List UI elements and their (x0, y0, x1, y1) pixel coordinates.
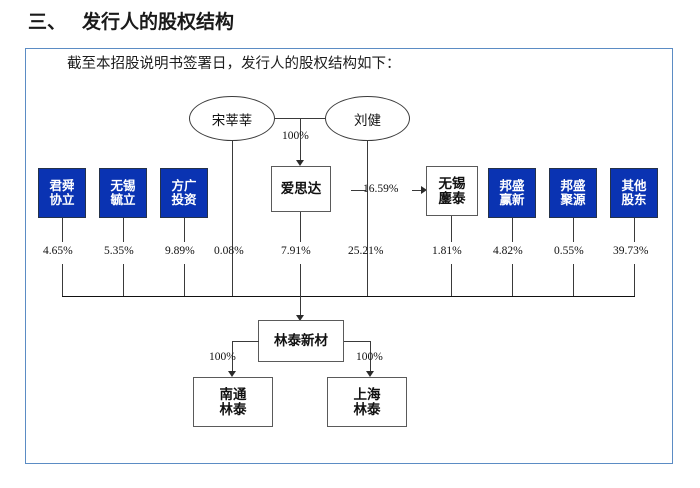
pct-liu-to-wuxi-aotai: 16.59% (363, 183, 399, 195)
pct-other: 39.73% (613, 245, 649, 257)
pct-nantong-lintai: 100% (209, 351, 236, 363)
subsidiary-label-shanghai-lintai: 上海 林泰 (353, 386, 381, 417)
connector-100pct-stem (300, 118, 301, 162)
stem2-junshun-xieli (62, 264, 63, 297)
entity-box-wuxi-aotai[interactable]: 无锡 鏖泰 (426, 166, 478, 216)
shareholder-label-junshun-xieli: 君舜 协立 (49, 179, 75, 207)
stem-junshun-xieli (62, 218, 63, 242)
subsidiary-box-nantong-lintai[interactable]: 南通 林泰 (193, 377, 273, 427)
subsidiary-box-shanghai-lintai[interactable]: 上海 林泰 (327, 377, 407, 427)
arrow-to-aisida (296, 160, 304, 166)
shareholder-box-wuxi-yuli[interactable]: 无锡 毓立 (99, 168, 147, 218)
stem2-fangguang-touzi (184, 264, 185, 297)
shareholder-label-wuxi-yuli: 无锡 毓立 (110, 179, 136, 207)
pct-shanghai-lintai: 100% (356, 351, 383, 363)
shareholder-label-fangguang-touzi: 方广 投资 (171, 179, 197, 207)
shareholder-label-bangsheng-yingxin: 邦盛 赢新 (499, 179, 525, 207)
person-node-song: 宋莘莘 (189, 96, 275, 141)
pct-junshun-xieli: 4.65% (43, 245, 73, 257)
arrow-to-wuxi-aotai (421, 186, 427, 194)
issuer-box-lintai-xincai[interactable]: 林泰新材 (258, 320, 344, 362)
connector-liu-down (367, 140, 368, 296)
entity-label-aisida: 爱思达 (280, 181, 322, 197)
pct-song-to-aisida: 100% (282, 130, 309, 142)
shareholder-label-bangsheng-juyuan: 邦盛 聚源 (560, 179, 586, 207)
connector-issuer-right (344, 341, 371, 342)
connector-song-down (232, 140, 233, 296)
connector-liu-to-wuxi-tail (412, 190, 422, 191)
connector-bus-to-issuer (300, 296, 301, 318)
stem-other (634, 218, 635, 242)
pct-wuxi-yuli: 5.35% (104, 245, 134, 257)
pct-bangsheng-yingxin: 4.82% (493, 245, 523, 257)
arrow-to-shanghai-lintai (366, 371, 374, 377)
shareholder-box-other[interactable]: 其他 股东 (610, 168, 658, 218)
arrow-to-nantong-lintai (228, 371, 236, 377)
stem2-wuxi-yuli (123, 264, 124, 297)
subsidiary-label-nantong-lintai: 南通 林泰 (219, 386, 247, 417)
connector-issuer-right-down (370, 341, 371, 373)
pct-wuxi-aotai: 1.81% (432, 245, 462, 257)
shareholder-label-other: 其他 股东 (621, 179, 647, 207)
person-name-liu: 刘健 (354, 112, 381, 128)
connector-issuer-left (232, 341, 259, 342)
stem-aisida (300, 212, 301, 242)
person-node-liu: 刘健 (325, 96, 410, 141)
stem-bangsheng-yingxin (512, 218, 513, 242)
pct-fangguang-touzi: 9.89% (165, 245, 195, 257)
stem-wuxi-aotai (451, 216, 452, 242)
issuer-label: 林泰新材 (274, 333, 328, 349)
page-title: 三、发行人的股权结构 (28, 7, 234, 34)
shareholder-box-fangguang-touzi[interactable]: 方广 投资 (160, 168, 208, 218)
shareholder-bus-line (62, 296, 635, 298)
stem2-wuxi-aotai (451, 264, 452, 297)
pct-song-direct: 0.08% (214, 245, 244, 257)
stem2-bangsheng-juyuan (573, 264, 574, 297)
stem2-bangsheng-yingxin (512, 264, 513, 297)
section-number: 三、 (28, 12, 67, 33)
entity-box-aisida[interactable]: 爱思达 (271, 166, 331, 212)
lead-paragraph: 截至本招股说明书签署日，发行人的股权结构如下： (67, 56, 401, 72)
stem-bangsheng-juyuan (573, 218, 574, 242)
pct-bangsheng-juyuan: 0.55% (554, 245, 584, 257)
stem-wuxi-yuli (123, 218, 124, 242)
stem2-other (634, 264, 635, 297)
stem-fangguang-touzi (184, 218, 185, 242)
entity-label-wuxi-aotai: 无锡 鏖泰 (438, 175, 466, 206)
section-title-text: 发行人的股权结构 (82, 12, 235, 33)
shareholder-box-bangsheng-yingxin[interactable]: 邦盛 赢新 (488, 168, 536, 218)
connector-liu-to-wuxi (351, 190, 366, 191)
pct-aisida: 7.91% (281, 245, 311, 257)
connector-issuer-left-down (232, 341, 233, 373)
stem2-aisida (300, 264, 301, 297)
pct-liu-direct: 25.21% (348, 245, 384, 257)
arrow-to-issuer (296, 315, 304, 321)
shareholder-box-junshun-xieli[interactable]: 君舜 协立 (38, 168, 86, 218)
shareholder-box-bangsheng-juyuan[interactable]: 邦盛 聚源 (549, 168, 597, 218)
person-name-song: 宋莘莘 (211, 112, 253, 128)
